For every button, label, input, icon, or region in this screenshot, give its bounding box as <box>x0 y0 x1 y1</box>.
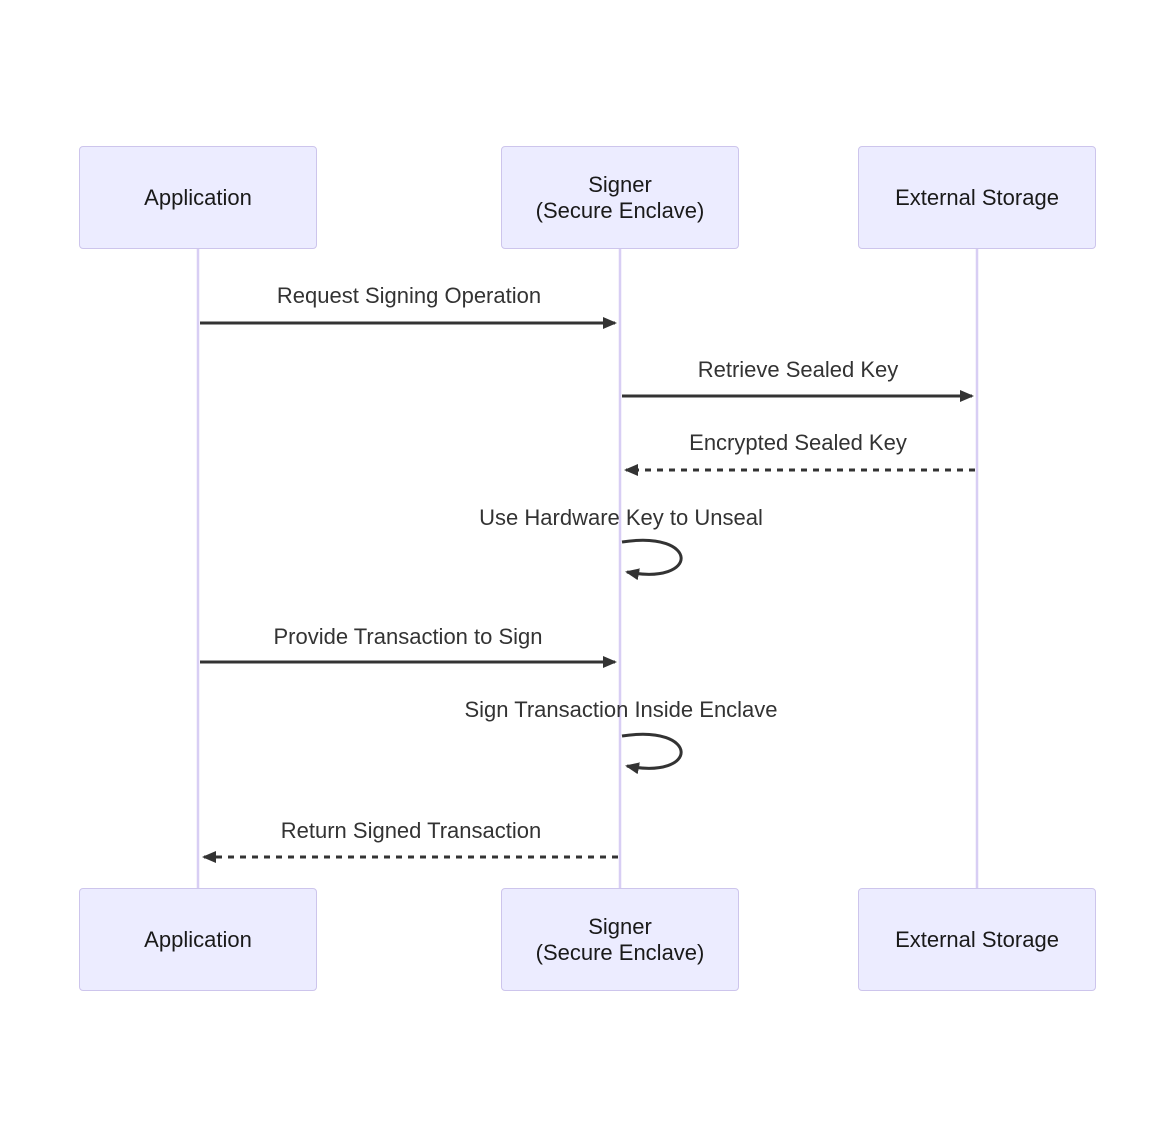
actor-label-signer: Signer (Secure Enclave) <box>535 171 705 223</box>
actor-top-external-storage: External Storage <box>858 146 1096 249</box>
actor-label-signer: Signer (Secure Enclave) <box>535 913 705 965</box>
message-label: Sign Transaction Inside Enclave <box>464 697 778 722</box>
actor-bottom-application: Application <box>79 888 317 991</box>
actor-top-signer: Signer (Secure Enclave) <box>501 146 739 249</box>
self-loop-arrow-unseal <box>621 538 683 581</box>
actor-bottom-signer: Signer (Secure Enclave) <box>501 888 739 991</box>
actor-label-application: Application <box>144 184 252 210</box>
actor-top-application: Application <box>79 146 317 249</box>
actor-label-application: Application <box>144 926 252 952</box>
actor-label-external-storage: External Storage <box>895 926 1059 952</box>
message-label: Provide Transaction to Sign <box>273 624 543 649</box>
message-label: Use Hardware Key to Unseal <box>479 505 763 530</box>
message-label: Encrypted Sealed Key <box>689 430 907 455</box>
message-label: Retrieve Sealed Key <box>697 357 899 382</box>
actor-label-external-storage: External Storage <box>895 184 1059 210</box>
message-label: Return Signed Transaction <box>280 818 542 843</box>
actor-bottom-external-storage: External Storage <box>858 888 1096 991</box>
message-label: Request Signing Operation <box>276 283 542 308</box>
self-loop-arrow-sign <box>621 732 683 775</box>
